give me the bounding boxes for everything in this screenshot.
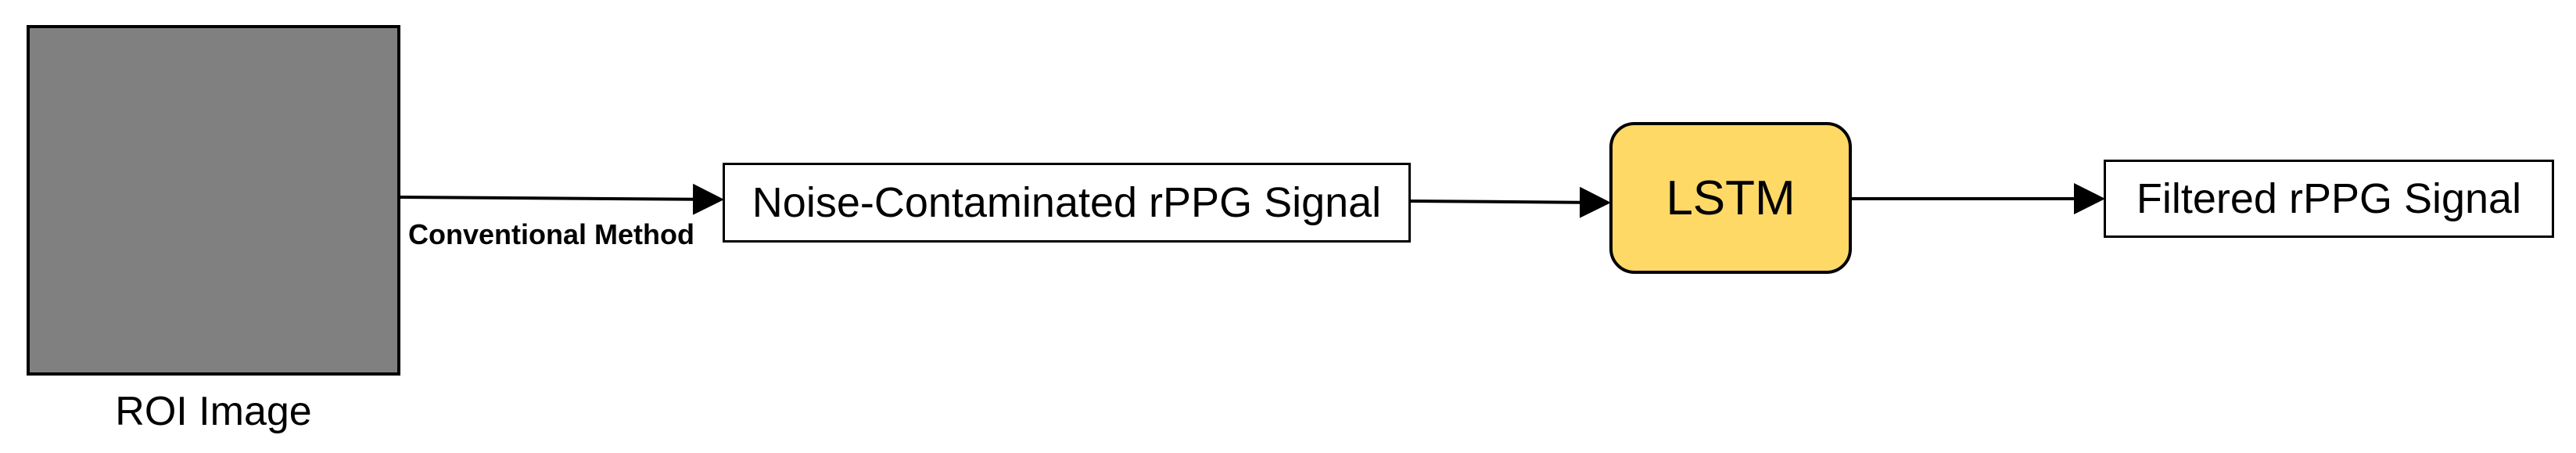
noise-contaminated-signal-box: Noise-Contaminated rPPG Signal: [723, 163, 1411, 243]
roi-image-box: [27, 25, 400, 376]
arrow-noise-to-lstm: [1410, 186, 1611, 218]
filtered-signal-box: Filtered rPPG Signal: [2104, 160, 2554, 238]
conventional-method-label: Conventional Method: [408, 218, 694, 250]
arrow-roi-to-noise: [400, 183, 724, 215]
roi-image-caption: ROI Image: [115, 389, 312, 434]
noise-contaminated-signal-label: Noise-Contaminated rPPG Signal: [752, 179, 1382, 226]
filtered-signal-label: Filtered rPPG Signal: [2136, 175, 2522, 222]
lstm-box: LSTM: [1609, 122, 1852, 274]
lstm-label: LSTM: [1666, 171, 1796, 225]
